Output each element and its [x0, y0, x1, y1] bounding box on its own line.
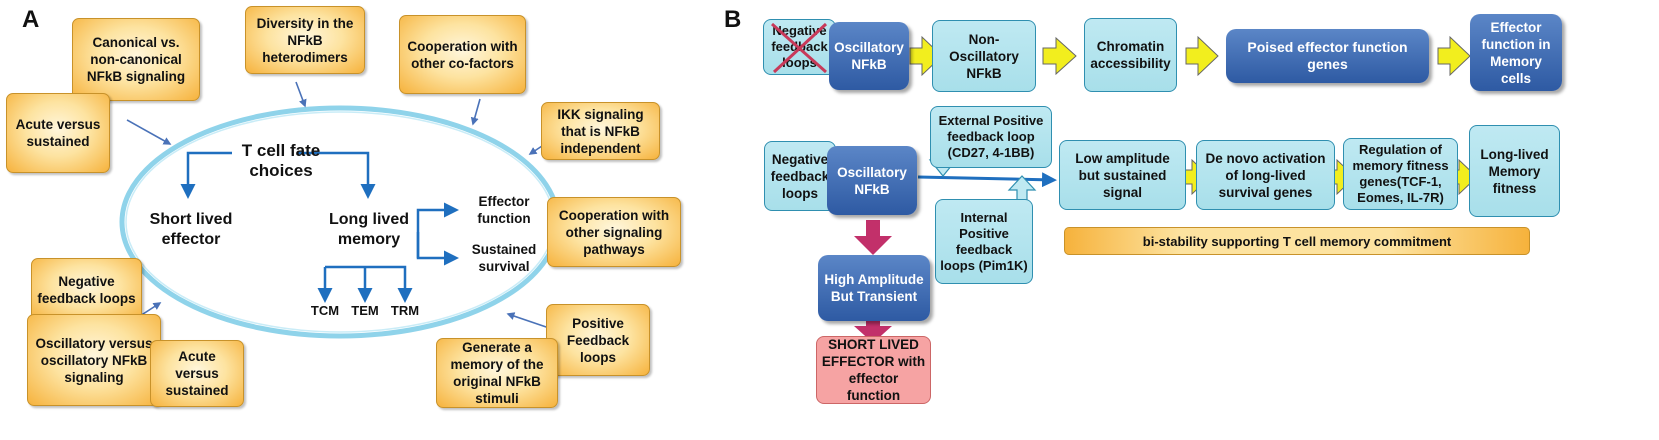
oscillatory-box-bottom: Oscillatory NFkB — [827, 146, 917, 215]
low-amplitude-box: Low amplitude but sustained signal — [1059, 140, 1186, 210]
generate-memory-box: Generate a memory of the original NFkB s… — [436, 338, 558, 408]
long-lived-label: Long lived memory — [329, 211, 409, 248]
positive-feedback-box-a: Positive Feedback loops — [546, 304, 650, 376]
trm-label: TRM — [390, 303, 420, 318]
long-lived-fitness-box: Long-lived Memory fitness — [1469, 125, 1560, 217]
panel-a-letter: A — [22, 6, 40, 33]
external-positive-box: External Positive feedback loop (CD27, 4… — [930, 106, 1052, 168]
de-novo-box: De novo activation of long-lived surviva… — [1196, 140, 1335, 210]
non-oscillatory-box: Non-Oscillatory NFkB — [932, 20, 1036, 92]
diversity-box: Diversity in the NFkB heterodimers — [245, 6, 365, 74]
magenta-arrow-2 — [854, 313, 892, 343]
acute-sustained-bottom-box: Acute versus sustained — [150, 340, 244, 407]
short-lived-effector-box: SHORT LIVED EFFECTOR with effector funct… — [816, 336, 931, 404]
poised-genes-box: Poised effector function genes — [1226, 29, 1429, 83]
short-lived-label: Short lived effector — [149, 211, 233, 248]
cooperation-cofactors-box: Cooperation with other co-factors — [399, 15, 526, 94]
fate-tree-arrows — [180, 151, 459, 303]
bistability-bar: bi-stability supporting T cell memory co… — [1064, 227, 1530, 255]
oscillatory-box-top: Oscillatory NFkB — [829, 22, 909, 90]
tem-label: TEM — [351, 303, 379, 318]
internal-positive-box: Internal Positive feedback loops (Pim1K) — [935, 199, 1033, 284]
cooperation-pathways-box: Cooperation with other signaling pathway… — [547, 197, 681, 267]
negative-feedback-box-a: Negative feedback loops — [31, 258, 142, 321]
acute-sustained-top-box: Acute versus sustained — [6, 93, 110, 173]
negative-feedback-box-b: Negative feedback loops — [764, 141, 836, 211]
tcm-label: TCM — [310, 303, 340, 318]
magenta-arrow-1 — [854, 220, 892, 255]
high-amplitude-box: High Amplitude But Transient — [818, 255, 930, 321]
oscillatory-vs-box: Oscillatory versus oscillatory NFkB sign… — [27, 314, 161, 406]
ikk-box: IKK signaling that is NFkB independent — [541, 102, 660, 160]
effector-memory-box: Effector function in Memory cells — [1470, 14, 1562, 91]
cross-mark — [771, 22, 828, 74]
sustained-survival-label: Sustained survival — [471, 242, 537, 274]
canonical-box: Canonical vs. non-canonical NFkB signali… — [72, 18, 200, 101]
signal-arrow — [917, 172, 1057, 188]
center-title: T cell fate choices — [241, 141, 321, 180]
regulation-box: Regulation of memory fitness genes(TCF-1… — [1343, 138, 1458, 210]
chromatin-box: Chromatin accessibility — [1084, 18, 1177, 92]
effector-function-label: Effector function — [477, 194, 531, 226]
negative-feedback-crossed-box: Negative feedback loops — [763, 19, 836, 75]
panel-b-letter: B — [724, 6, 742, 33]
